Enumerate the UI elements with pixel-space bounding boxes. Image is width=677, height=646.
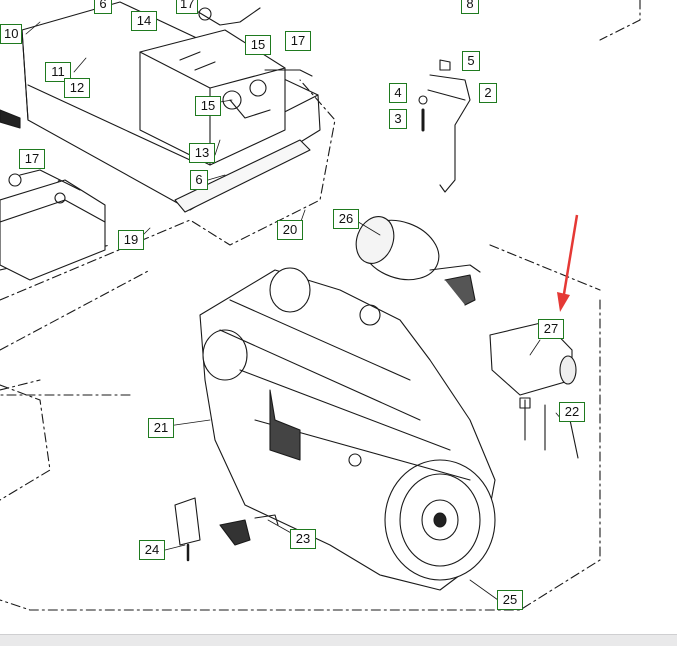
callout-5: 5: [462, 51, 480, 71]
callout-8: 8: [461, 0, 479, 14]
callout-15-top: 15: [245, 35, 271, 55]
callout-11: 11: [45, 62, 71, 82]
callout-12: 12: [64, 78, 90, 98]
callout-23: 23: [290, 529, 316, 549]
callout-26: 26: [333, 209, 359, 229]
callout-17-top: 17: [176, 0, 199, 14]
callout-4: 4: [389, 83, 407, 103]
callout-22: 22: [559, 402, 585, 422]
callout-15-mid: 15: [195, 96, 221, 116]
starter-motor: [489, 321, 579, 459]
leader-lines: [25, 21, 563, 601]
engine-block: [199, 267, 496, 591]
callout-21: 21: [148, 418, 174, 438]
callout-20: 20: [277, 220, 303, 240]
sensor-parts: [174, 497, 279, 562]
callout-24: 24: [139, 540, 165, 560]
callout-10: 10: [0, 24, 23, 44]
callout-2: 2: [479, 83, 497, 103]
alternator: [355, 216, 481, 306]
window-bottom-edge: [0, 634, 677, 646]
callout-6-top: 6: [94, 0, 112, 14]
callout-25: 25: [497, 590, 523, 610]
callout-17-left: 17: [19, 149, 45, 169]
callout-17-cable: 17: [285, 31, 311, 51]
bracket: [418, 59, 471, 193]
callout-19: 19: [118, 230, 144, 250]
dash-outlines: [0, 0, 641, 611]
battery-left: [0, 169, 106, 281]
callout-3: 3: [389, 109, 407, 129]
indicator-arrow: [557, 214, 579, 312]
callout-27: 27: [538, 319, 564, 339]
battery-cable: [194, 7, 313, 77]
callout-14: 14: [131, 11, 157, 31]
callout-6-mid: 6: [190, 170, 208, 190]
callout-13: 13: [189, 143, 215, 163]
